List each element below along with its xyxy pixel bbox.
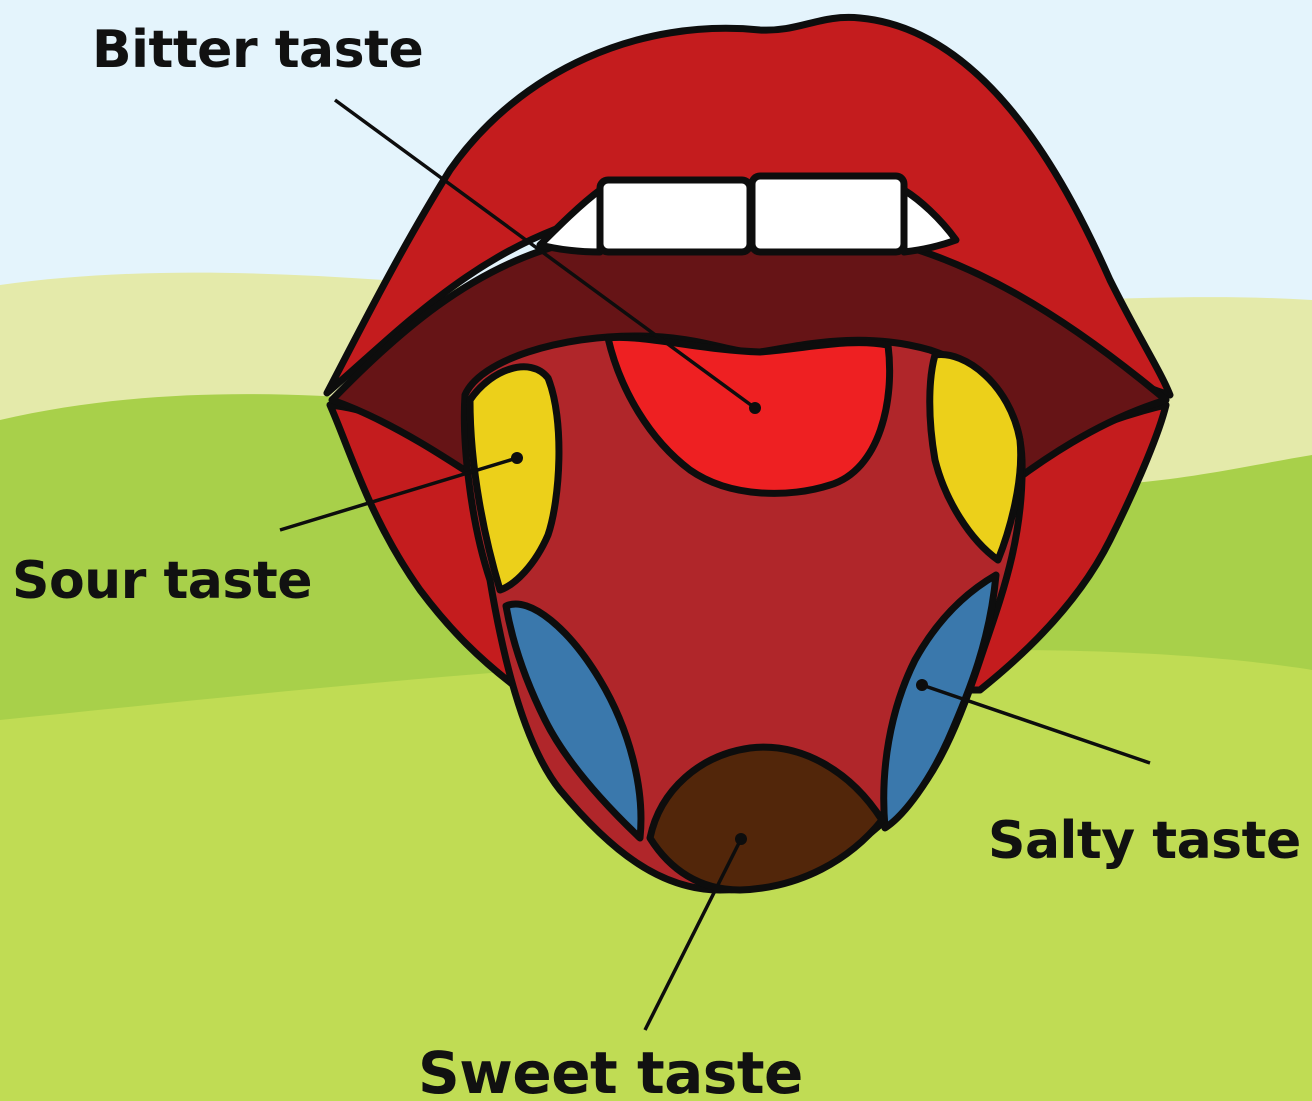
tooth-left [600, 180, 750, 252]
tooth-right [752, 176, 904, 252]
salty-taste-label: Salty taste [988, 815, 1301, 867]
sour-taste-label: Sour taste [12, 555, 312, 607]
sour-leader-dot [511, 452, 523, 464]
bitter-taste-label: Bitter taste [92, 24, 423, 76]
bitter-leader-dot [749, 402, 761, 414]
sweet-taste-label: Sweet taste [418, 1044, 803, 1101]
salty-leader-dot [916, 679, 928, 691]
sweet-leader-dot [735, 833, 747, 845]
